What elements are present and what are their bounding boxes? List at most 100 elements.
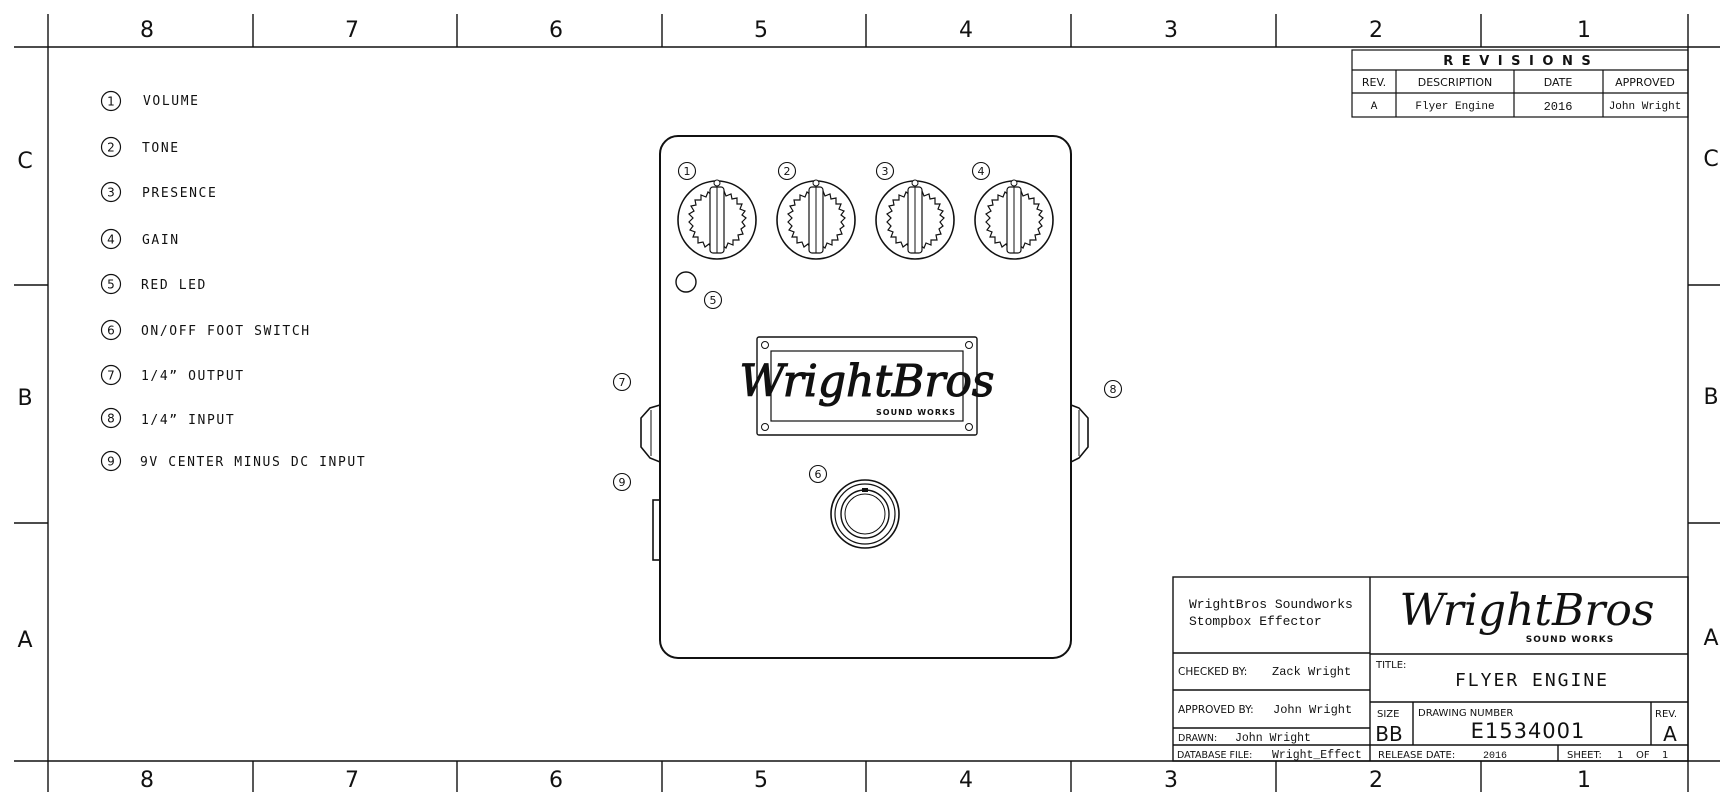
legend-label-input: 1/4” INPUT bbox=[141, 413, 235, 428]
knob-presence-icon bbox=[875, 179, 955, 260]
callout-1: 1 bbox=[684, 165, 691, 178]
zone-col-bottom-7: 7 bbox=[345, 768, 359, 793]
sheet-total: 1 bbox=[1662, 750, 1668, 761]
zone-col-top-1: 1 bbox=[1577, 18, 1591, 43]
legend-num-4: 4 bbox=[107, 233, 115, 247]
plate-logo: WrightBros SOUND WORKS bbox=[739, 355, 995, 417]
zone-col-top-8: 8 bbox=[140, 18, 154, 43]
database-file-value: Wright_Effect bbox=[1272, 749, 1362, 762]
company-subtitle: Stompbox Effector bbox=[1189, 614, 1322, 629]
legend-num-5: 5 bbox=[107, 278, 115, 292]
callouts: 1 2 3 4 5 6 7 8 9 bbox=[612, 161, 1123, 492]
callout-8: 8 bbox=[1110, 383, 1117, 396]
legend-num-9: 9 bbox=[107, 455, 115, 469]
legend-label-red-led: RED LED bbox=[141, 278, 207, 293]
plate-logo-wordmark: WrightBros bbox=[740, 356, 995, 407]
legend-num-2: 2 bbox=[107, 141, 115, 155]
dc-input-jack-icon bbox=[652, 499, 661, 561]
legend-label-foot-switch: ON/OFF FOOT SWITCH bbox=[141, 324, 311, 339]
zone-col-top-6: 6 bbox=[549, 18, 563, 43]
zone-col-top-3: 3 bbox=[1164, 18, 1178, 43]
callout-2: 2 bbox=[784, 165, 791, 178]
size-value: BB bbox=[1375, 722, 1402, 746]
size-label: SIZE bbox=[1377, 709, 1399, 720]
legend-num-3: 3 bbox=[107, 186, 115, 200]
callout-5: 5 bbox=[710, 294, 717, 307]
pedal-enclosure bbox=[659, 135, 1072, 659]
sheet-of-label: OF bbox=[1636, 750, 1650, 761]
revisions-title: R E V I S I O N S bbox=[1443, 54, 1593, 69]
zone-col-top-7: 7 bbox=[345, 18, 359, 43]
title-block-logo-wordmark: WrightBros bbox=[1400, 585, 1655, 636]
drawn-label: DRAWN: bbox=[1178, 733, 1217, 744]
component-legend: 1 2 3 4 5 6 7 8 9 VOLUME TONE PRESENCE G… bbox=[100, 90, 366, 472]
zone-col-bottom-8: 8 bbox=[140, 768, 154, 793]
callout-6: 6 bbox=[815, 468, 822, 481]
legend-num-8: 8 bbox=[107, 412, 115, 426]
zone-col-bottom-3: 3 bbox=[1164, 768, 1178, 793]
legend-num-6: 6 bbox=[107, 324, 115, 338]
drawing-number-value: E1534001 bbox=[1471, 719, 1586, 743]
rev-row-rev: A bbox=[1371, 101, 1378, 113]
rev-row-date: 2016 bbox=[1544, 100, 1573, 114]
zone-col-bottom-4: 4 bbox=[959, 768, 973, 793]
callout-7: 7 bbox=[619, 376, 626, 389]
legend-label-gain: GAIN bbox=[142, 233, 180, 248]
revisions-table: R E V I S I O N S REV. DESCRIPTION DATE … bbox=[1351, 49, 1689, 118]
legend-label-dc-input: 9V CENTER MINUS DC INPUT bbox=[140, 455, 366, 470]
zone-col-bottom-1: 1 bbox=[1577, 768, 1591, 793]
zone-col-top-4: 4 bbox=[959, 18, 973, 43]
zone-col-bottom-6: 6 bbox=[549, 768, 563, 793]
legend-label-tone: TONE bbox=[142, 141, 180, 156]
legend-label-output: 1/4” OUTPUT bbox=[141, 369, 245, 384]
title-block: WrightBros Soundworks Stompbox Effector … bbox=[1172, 576, 1689, 762]
plate-logo-tagline: SOUND WORKS bbox=[876, 408, 956, 417]
approved-by-label: APPROVED BY: bbox=[1178, 704, 1254, 716]
zone-col-top-5: 5 bbox=[754, 18, 768, 43]
legend-num-1: 1 bbox=[107, 95, 115, 109]
rev-header-rev: REV. bbox=[1362, 76, 1386, 89]
pedal-drawing bbox=[640, 135, 1089, 659]
legend-label-volume: VOLUME bbox=[143, 94, 200, 109]
rev-value: A bbox=[1663, 722, 1677, 746]
drawing-number-label: DRAWING NUMBER bbox=[1418, 708, 1513, 719]
sheet-label: SHEET: bbox=[1567, 750, 1602, 761]
foot-switch-icon bbox=[830, 479, 900, 549]
drawn-value: John Wright bbox=[1235, 732, 1311, 745]
release-date-value: 2016 bbox=[1483, 751, 1507, 762]
zone-column-labels: 8 7 6 5 4 3 2 1 8 7 6 5 4 3 2 1 bbox=[140, 18, 1591, 793]
zone-col-bottom-2: 2 bbox=[1369, 768, 1383, 793]
release-date-label: RELEASE DATE: bbox=[1378, 750, 1455, 761]
rev-row-description: Flyer Engine bbox=[1415, 101, 1494, 113]
rev-header-approved: APPROVED bbox=[1615, 76, 1675, 89]
sheet-number: 1 bbox=[1617, 750, 1623, 761]
rev-row-approved: John Wright bbox=[1609, 101, 1682, 113]
legend-label-presence: PRESENCE bbox=[142, 186, 217, 201]
approved-by-value: John Wright bbox=[1273, 703, 1352, 717]
zone-row-left-a: A bbox=[17, 628, 32, 653]
callout-9: 9 bbox=[619, 476, 626, 489]
zone-row-left-c: C bbox=[17, 149, 32, 174]
title-block-logo-tagline: SOUND WORKS bbox=[1526, 635, 1615, 645]
legend-num-7: 7 bbox=[107, 369, 115, 383]
knob-gain-icon bbox=[974, 179, 1054, 260]
knob-volume-icon bbox=[677, 179, 757, 260]
checked-by-label: CHECKED BY: bbox=[1178, 666, 1247, 678]
zone-row-labels: C B A C B A bbox=[17, 147, 1718, 653]
knob-tone-icon bbox=[776, 179, 856, 260]
zone-row-right-b: B bbox=[1703, 385, 1718, 410]
rev-header-date: DATE bbox=[1544, 76, 1573, 89]
zone-row-right-c: C bbox=[1703, 147, 1718, 172]
zone-col-bottom-5: 5 bbox=[754, 768, 768, 793]
rev-header-description: DESCRIPTION bbox=[1418, 76, 1492, 89]
logo-plate bbox=[756, 336, 978, 436]
callout-3: 3 bbox=[882, 165, 889, 178]
company-name: WrightBros Soundworks bbox=[1189, 597, 1353, 612]
title-label: TITLE: bbox=[1375, 660, 1406, 671]
callout-4: 4 bbox=[978, 165, 985, 178]
database-file-label: DATABASE FILE: bbox=[1177, 750, 1252, 761]
drawing-title: FLYER ENGINE bbox=[1455, 670, 1609, 691]
rev-label: REV. bbox=[1655, 709, 1677, 720]
checked-by-value: Zack Wright bbox=[1272, 665, 1351, 679]
